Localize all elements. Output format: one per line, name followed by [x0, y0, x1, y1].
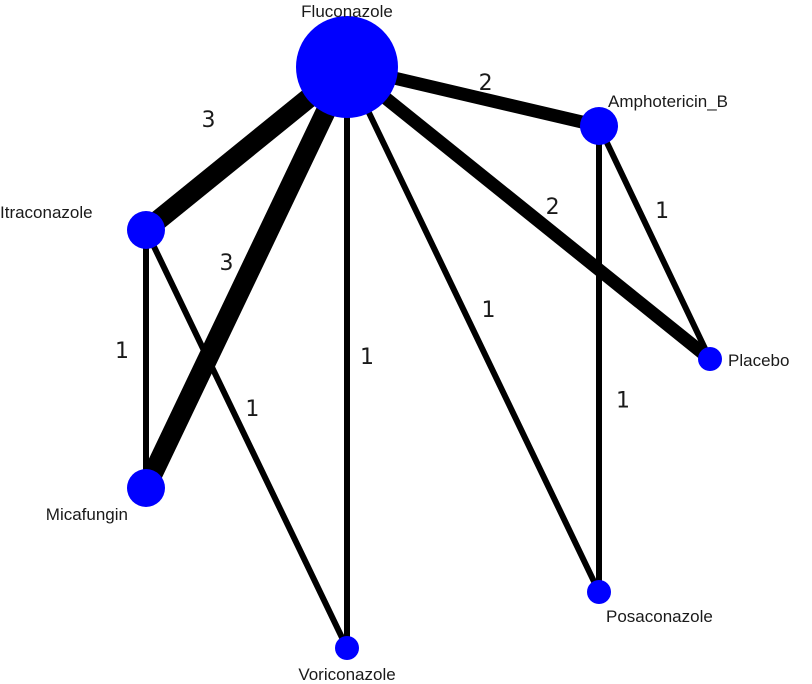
node-label-fluconazole: Fluconazole — [301, 2, 393, 21]
edge-label-fluconazole-itraconazole: 3 — [202, 108, 216, 133]
edge-label-amphotericin_b-posaconazole: 1 — [616, 388, 630, 413]
edge-label-fluconazole-placebo: 2 — [546, 195, 560, 220]
node-micafungin — [127, 469, 165, 507]
edge-labels-layer: 2 3 3 2 1 1 1 1 1 1 — [115, 71, 669, 422]
edge-fluconazole-micafungin — [136, 62, 357, 493]
edge-fluconazole-posaconazole — [344, 65, 602, 594]
edge-label-fluconazole-amphotericin_b: 2 — [479, 71, 493, 96]
edge-label-fluconazole-micafungin: 3 — [220, 251, 234, 276]
nodes-layer — [127, 16, 722, 660]
node-label-micafungin: Micafungin — [46, 505, 128, 524]
node-placebo — [698, 347, 722, 371]
edge-itraconazole-voriconazole — [143, 228, 350, 650]
node-label-posaconazole: Posaconazole — [606, 607, 713, 626]
node-label-placebo: Placebo — [728, 351, 789, 370]
edge-fluconazole-placebo — [342, 61, 715, 365]
edge-label-itraconazole-micafungin: 1 — [115, 339, 129, 364]
edges-layer — [136, 59, 715, 650]
node-fluconazole — [296, 16, 398, 118]
node-label-itraconazole: Itraconazole — [0, 203, 93, 222]
node-amphotericin_b — [580, 107, 618, 145]
node-label-amphotericin_b: Amphotericin_B — [608, 92, 728, 111]
edge-label-itraconazole-voriconazole: 1 — [245, 397, 259, 422]
node-label-voriconazole: Voriconazole — [298, 665, 395, 684]
node-itraconazole — [127, 211, 165, 249]
edge-label-fluconazole-voriconazole: 1 — [360, 345, 374, 370]
edge-label-fluconazole-posaconazole: 1 — [481, 298, 495, 323]
edge-amphotericin_b-placebo — [596, 124, 713, 361]
edge-label-amphotericin_b-placebo: 1 — [655, 199, 669, 224]
node-posaconazole — [587, 580, 611, 604]
node-voriconazole — [335, 636, 359, 660]
